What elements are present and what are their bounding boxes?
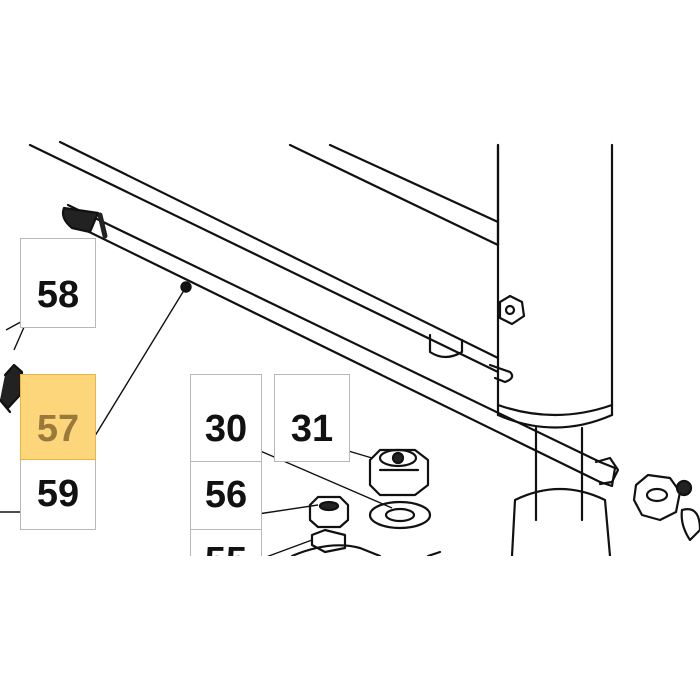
flat-washer: [368, 500, 432, 530]
left-fitting: [0, 363, 24, 414]
frame-rail: [28, 140, 500, 374]
callout-58[interactable]: 58: [20, 238, 96, 328]
leader-57: [89, 286, 187, 445]
bracket: [428, 333, 514, 384]
right-nut: [594, 456, 700, 542]
image-crop-area: [0, 556, 700, 700]
small-nut: [308, 495, 350, 554]
callout-56[interactable]: 56: [190, 462, 262, 530]
callout-30[interactable]: 30: [190, 374, 262, 462]
lower-fragment: [290, 544, 442, 558]
callout-57[interactable]: 57: [20, 374, 96, 460]
leader-56: [257, 504, 319, 515]
callout-31[interactable]: 31: [274, 374, 350, 462]
leader-57-dot: [180, 281, 192, 293]
vertical-post: [496, 143, 614, 558]
post-nut: [498, 294, 526, 326]
callout-59[interactable]: 59: [20, 460, 96, 530]
lock-nut: [368, 448, 430, 497]
